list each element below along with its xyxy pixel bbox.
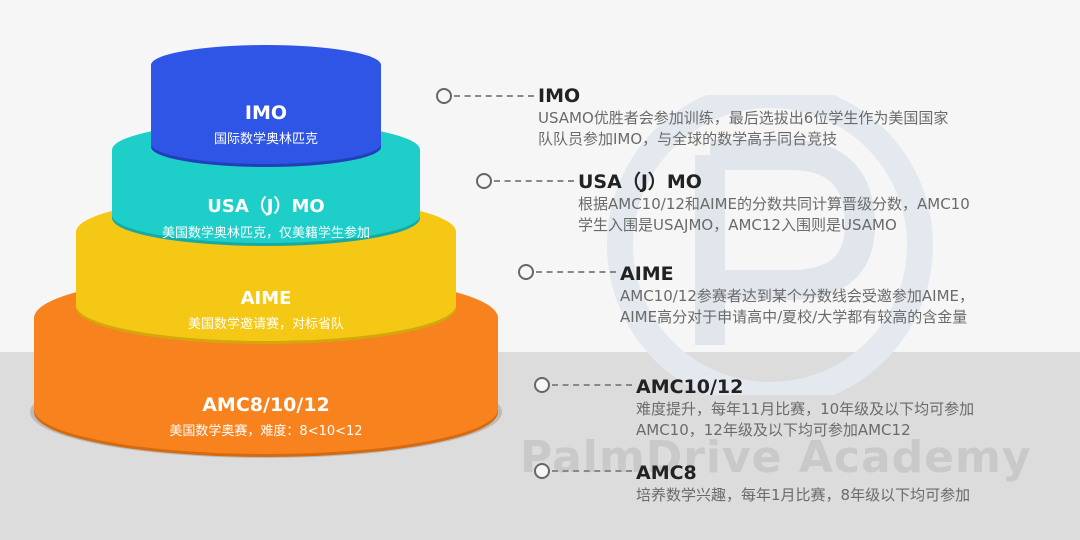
- tier-subtitle: 美国数学奥林匹克，仅美籍学生参加: [161, 226, 371, 241]
- description-line: USAMO优胜者会参加训练，最后选拔出6位学生作为美国国家: [538, 109, 949, 127]
- description-line: 培养数学兴趣，每年1月比赛，8年级以下均可参加: [636, 486, 971, 504]
- tier-label-0: IMO 国际数学奥林匹克: [214, 102, 318, 147]
- pyramid-tier-0: [151, 45, 381, 167]
- description-item-4: AMC8 培养数学兴趣，每年1月比赛，8年级以下均可参加: [636, 461, 970, 506]
- connector-2: [518, 264, 616, 280]
- dashed-line: [552, 470, 632, 472]
- circle-bullet-icon: [534, 463, 550, 479]
- tier-title: USA（J）MO: [207, 196, 325, 217]
- description-line: AIME高分对于申请高中/夏校/大学都有较高的含金量: [620, 308, 968, 326]
- watermark-text: PalmDrive Academy: [520, 432, 1032, 483]
- description-line: 学生入围是USAJMO，AMC12入围则是USAMO: [578, 216, 897, 234]
- connector-4: [534, 463, 632, 479]
- circle-bullet-icon: [518, 264, 534, 280]
- description-line: 队队员参加IMO，与全球的数学高手同台竞技: [538, 130, 838, 148]
- description-line: AMC10/12参赛者达到某个分数线会受邀参加AIME，: [620, 287, 975, 305]
- tier-body: [151, 65, 381, 164]
- tier-title: AIME: [240, 288, 292, 309]
- watermark-logo-icon: [607, 95, 933, 395]
- description-item-0: IMO USAMO优胜者会参加训练，最后选拔出6位学生作为美国国家队队员参加IMO…: [538, 84, 948, 150]
- description-title: IMO: [538, 85, 581, 107]
- tier-subtitle: 美国数学奥赛，难度：8<10<12: [169, 424, 363, 439]
- circle-bullet-icon: [534, 377, 550, 393]
- tier-title: AMC8/10/12: [202, 394, 330, 416]
- pyramid-diagram: [30, 45, 502, 458]
- description-line: AMC10，12年级及以下均可参加AMC12: [636, 421, 911, 439]
- description-item-1: USA（J）MO 根据AMC10/12和AIME的分数共同计算晋级分数，AMC10…: [578, 170, 970, 236]
- description-title: AIME: [620, 263, 674, 285]
- tier-subtitle: 国际数学奥林匹克: [213, 132, 319, 147]
- circle-bullet-icon: [436, 88, 452, 104]
- tier-subtitle: 美国数学邀请赛，对标省队: [187, 317, 345, 332]
- dashed-line: [552, 384, 632, 386]
- connector-0: [436, 88, 534, 104]
- tier-label-2: AIME 美国数学邀请赛，对标省队: [188, 288, 344, 332]
- description-title: AMC10/12: [636, 376, 744, 398]
- description-title: USA（J）MO: [578, 171, 702, 193]
- dashed-line: [494, 180, 574, 182]
- description-item-3: AMC10/12 难度提升，每年11月比赛，10年级及以下均可参加 AMC10，12…: [636, 375, 974, 441]
- dashed-line: [454, 95, 534, 97]
- connector-1: [476, 173, 574, 189]
- description-line: 根据AMC10/12和AIME的分数共同计算晋级分数，AMC10: [578, 195, 970, 213]
- tier-label-1: USA（J）MO 美国数学奥林匹克，仅美籍学生参加: [162, 192, 370, 241]
- circle-bullet-icon: [476, 173, 492, 189]
- description-item-2: AIME AMC10/12参赛者达到某个分数线会受邀参加AIME， AIME高分对于…: [620, 262, 974, 328]
- description-line: 难度提升，每年11月比赛，10年级及以下均可参加: [636, 400, 975, 418]
- description-title: AMC8: [636, 462, 697, 484]
- tier-label-3: AMC8/10/12 美国数学奥赛，难度：8<10<12: [169, 394, 362, 439]
- connector-3: [534, 377, 632, 393]
- dashed-line: [536, 271, 616, 273]
- tier-title: IMO: [244, 102, 288, 124]
- tier-top: [151, 45, 381, 85]
